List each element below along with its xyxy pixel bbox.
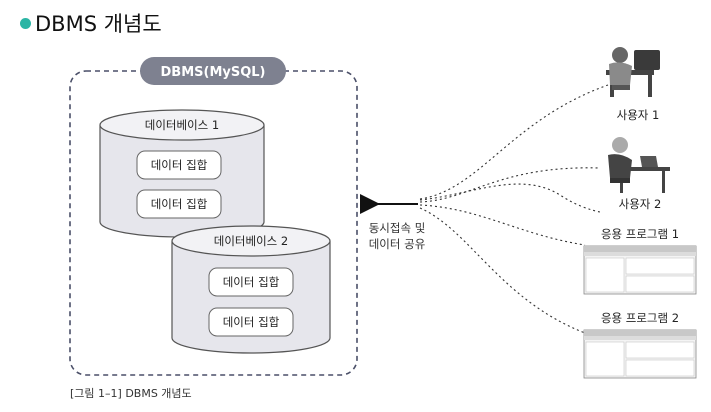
- connection-user2: [419, 167, 601, 203]
- data-set-label: 데이터 집합: [151, 158, 208, 172]
- dbms-badge-label: DBMS(MySQL): [161, 65, 266, 80]
- person-head-icon: [612, 47, 628, 63]
- connection-extra: [419, 183, 601, 213]
- user-2-label: 사용자 2: [619, 197, 662, 211]
- data-set-box: [208, 307, 294, 337]
- page-title-text: DBMS 개념도: [35, 12, 162, 36]
- page-title: DBMS 개념도: [20, 8, 162, 38]
- connection-app1: [419, 204, 586, 246]
- data-set-box: [136, 150, 222, 180]
- figure-caption: [그림 1–1] DBMS 개념도: [70, 387, 192, 400]
- arrow-label-line-1: 동시접속 및: [368, 221, 426, 235]
- connection-user1: [419, 84, 609, 200]
- data-set-label: 데이터 집합: [223, 315, 280, 329]
- laptop-icon: [640, 156, 658, 167]
- connection-app2: [419, 207, 586, 334]
- data-set-label: 데이터 집합: [223, 275, 280, 289]
- arrow-label-line-2: 데이터 공유: [368, 237, 426, 251]
- bullet-dot-icon: [20, 17, 31, 29]
- app-2-label: 응용 프로그램 2: [601, 311, 679, 325]
- data-set-box: [136, 189, 222, 219]
- monitor-icon: [634, 50, 660, 70]
- desk-icon: [615, 167, 670, 171]
- arrow-label: 동시접속 및 데이터 공유: [364, 220, 430, 252]
- user-1-illustration: 사용자 1: [606, 47, 660, 122]
- data-set-label: 데이터 집합: [151, 197, 208, 211]
- user-2-illustration: 사용자 2: [608, 137, 670, 211]
- database-2-name: 데이터베이스 2: [214, 234, 288, 248]
- database-cylinder-2: 데이터베이스 2 데이터 집합 데이터 집합: [171, 225, 331, 354]
- dbms-badge: DBMS(MySQL): [140, 57, 286, 85]
- app-2-screenshot: 응용 프로그램 2: [583, 311, 697, 379]
- database-1-name: 데이터베이스 1: [145, 118, 219, 132]
- app-1-label: 응용 프로그램 1: [601, 227, 679, 241]
- database-cylinder-1: 데이터베이스 1 데이터 집합 데이터 집합: [99, 109, 265, 238]
- app-1-screenshot: 응용 프로그램 1: [583, 227, 697, 295]
- person-head-icon: [612, 137, 628, 153]
- connection-lines: [419, 84, 609, 334]
- user-1-label: 사용자 1: [617, 108, 660, 122]
- data-set-box: [208, 267, 294, 297]
